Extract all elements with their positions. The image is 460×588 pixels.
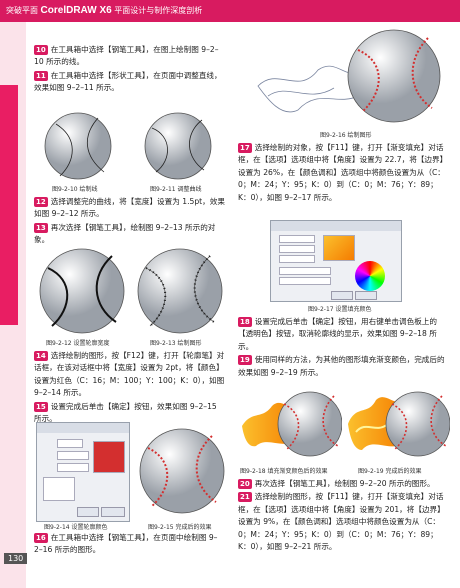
header-text: 突破平面 CorelDRAW X6 平面设计与制作深度剖析 [6, 5, 202, 16]
step-number: 11 [34, 70, 48, 81]
color-swatch[interactable] [93, 441, 125, 473]
figure-9-2-10 [38, 110, 118, 182]
baseball-icon [139, 428, 225, 514]
cancel-button[interactable] [101, 507, 125, 517]
angle-field[interactable] [279, 245, 315, 253]
header-label-left: 突破平面 [6, 6, 38, 15]
baseball-icon [137, 248, 223, 334]
figure-9-2-19 [346, 384, 450, 462]
baseball-icon [257, 29, 441, 123]
color-wheel[interactable] [355, 261, 385, 291]
gradient-preview [323, 235, 355, 261]
flaming-baseball-icon [242, 391, 342, 457]
ok-button[interactable] [331, 291, 353, 300]
color-field[interactable] [57, 439, 83, 448]
caption-fig-16: 图9-2-16 绘制图形 [320, 132, 372, 139]
header-label-right: 平面设计与制作深度剖析 [114, 6, 203, 15]
baseball-icon [44, 112, 112, 180]
page-number: 130 [4, 553, 28, 564]
step-text: 再次选择【钢笔工具】，绘制图 9–2–20 所示的图形。 [254, 479, 435, 488]
figure-9-2-12 [36, 246, 128, 336]
caption-fig-13: 图9-2-13 绘制图形 [150, 340, 202, 347]
outline-pen-dialog [36, 422, 130, 522]
caption-fig-18: 图9-2-18 填充渐变颜色后的效果 [240, 468, 328, 475]
header-product-logo: CorelDRAW X6 [40, 5, 112, 16]
style-field[interactable] [57, 463, 89, 472]
figure-9-2-16 [238, 26, 446, 128]
caption-fig-10: 图9-2-10 绘制线 [52, 186, 98, 193]
type-select[interactable] [279, 235, 315, 243]
figure-9-2-18 [238, 384, 342, 462]
step-number: 20 [238, 479, 252, 489]
step-text: 设置完成后单击【确定】按钮，效果如图 9–2–15 所示。 [34, 401, 217, 424]
dialog-title-bar [37, 423, 129, 433]
flaming-baseball-icon [348, 391, 450, 457]
figure-9-2-11 [138, 110, 218, 182]
step-number: 15 [34, 401, 48, 412]
step-text: 选择绘制的图形，按【F11】键，打开【渐变填充】对话框，在【选项】选项组中将【角… [238, 492, 445, 552]
step-number: 13 [34, 222, 48, 233]
step-text: 在工具箱中选择【形状工具】，在页面中调整直线，效果如图 9–2–11 所示。 [34, 70, 222, 93]
fountain-fill-dialog [270, 220, 402, 302]
baseball-icon [144, 112, 212, 180]
step-number: 18 [238, 317, 252, 327]
baseball-icon [39, 248, 125, 334]
step-text: 使用同样的方法，为其他的图形填充渐变颜色，完成后的效果如图 9–2–19 所示。 [238, 355, 445, 377]
caption-fig-11: 图9-2-11 调整曲线 [150, 186, 202, 193]
step-number: 10 [34, 45, 48, 55]
corners-group [43, 477, 75, 501]
to-color-field[interactable] [279, 277, 331, 285]
caption-fig-14: 图9-2-14 设置轮廓颜色 [44, 524, 108, 531]
width-field[interactable] [57, 451, 89, 460]
step-text: 选择绘制的对象，按【F11】键，打开【渐变填充】对话框，在【选项】选项组中将【角… [238, 143, 448, 202]
step-number: 21 [238, 492, 252, 503]
step-text: 在工具箱中选择【钢笔工具】，在页面中绘制图 9–2–16 所示的图形。 [34, 533, 218, 555]
caption-fig-17: 图9-2-17 设置填充颜色 [308, 306, 372, 313]
step-number: 17 [238, 143, 252, 153]
caption-fig-15: 图9-2-15 完成后的效果 [148, 524, 212, 531]
step-number: 16 [34, 533, 48, 543]
step-text: 选择绘制的图形，按【F12】键，打开【轮廓笔】对话框，在该对话框中将【宽度】设置… [34, 351, 225, 398]
edge-pad-field[interactable] [279, 255, 315, 263]
chapter-tab [0, 85, 18, 325]
step-text: 在工具箱中选择【钢笔工具】，在图上绘制图 9–2–10 所示的线。 [34, 45, 219, 67]
cancel-button[interactable] [355, 291, 377, 300]
figure-9-2-13 [134, 246, 226, 336]
dialog-title-bar [271, 221, 401, 231]
step-number: 14 [34, 351, 48, 361]
step-text: 再次选择【钢笔工具】，绘制图 9–2–13 所示的对象。 [34, 222, 216, 245]
from-color-field[interactable] [279, 267, 331, 275]
step-number: 12 [34, 197, 48, 207]
step-number: 19 [238, 355, 252, 366]
step-text: 选择调整完的曲线，将【宽度】设置为 1.5pt，效果如图 9–2–12 所示。 [34, 197, 225, 219]
page-header: 突破平面 CorelDRAW X6 平面设计与制作深度剖析 [0, 0, 460, 22]
figure-9-2-15 [138, 424, 226, 518]
step-text: 设置完成后单击【确定】按钮，用右键单击调色板上的【透明色】按钮，取消轮廓线的显示… [238, 317, 437, 351]
caption-fig-19: 图9-2-19 完成后的效果 [358, 468, 422, 475]
caption-fig-12: 图9-2-12 设置轮廓宽度 [46, 340, 110, 347]
ok-button[interactable] [77, 507, 99, 517]
